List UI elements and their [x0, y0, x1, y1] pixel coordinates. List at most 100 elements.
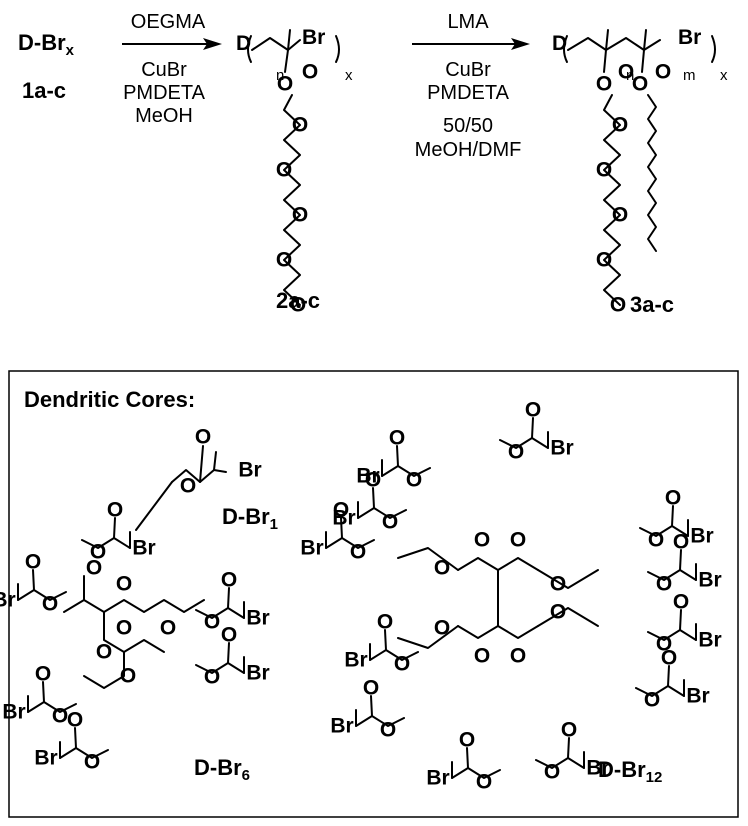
product1-peg-chain-oxygen: O: [276, 159, 292, 182]
core1-ester-oxygen: O: [180, 475, 196, 498]
core12-arm-6-chain: [647, 569, 697, 581]
core12-arm-3-carbonyl: [372, 487, 375, 509]
core12-arm-1-carbonyl-oxygen: O: [389, 427, 405, 450]
core6-arm-5-carbonyl: [42, 681, 45, 703]
core6-oxygen-f: O: [120, 665, 136, 688]
product2-peg-chain-oxygen: O: [612, 204, 628, 227]
core12-arm-2-chain: [499, 437, 549, 449]
core12-oxygen-e: O: [550, 573, 566, 596]
atom-labels: OOOOOOOOOOOOOOOOOOBrOOOOOOOOBrOOBrOOBrOO…: [0, 61, 722, 794]
step2-ratio: 50/50: [443, 115, 493, 137]
core12-arm-10-chain: [355, 715, 405, 727]
product1-peg-chain-oxygen: O: [276, 249, 292, 272]
step1-solvent: MeOH: [135, 105, 193, 127]
core6-arm-6-bromine: Br: [34, 747, 57, 770]
core12-arm-3-carbonyl-oxygen: O: [365, 469, 381, 492]
core12-arm-6-carbonyl-oxygen: O: [673, 531, 689, 554]
core12-arm-5-bromine: Br: [690, 525, 713, 548]
core6-arm-3-carbonyl-oxygen: O: [221, 569, 237, 592]
step2-monomer: LMA: [447, 11, 489, 33]
core1-carbonyl: [199, 445, 204, 483]
core6-arm-3-ester-oxygen: O: [204, 611, 220, 634]
core12-label: D-Br12: [598, 757, 662, 786]
core6-arm-6-ester-oxygen: O: [84, 751, 100, 774]
core12-oxygen-b: O: [510, 529, 526, 552]
core12-arm-7-ester-oxygen: O: [656, 633, 672, 656]
product2-carbonyl-oxygen-2: O: [655, 61, 671, 84]
core6-arm-1-carbonyl: [113, 517, 116, 539]
core6-oxygen-a: O: [86, 557, 102, 580]
core6-lower-backbone: [103, 611, 165, 653]
core6-arm-6-chain: [59, 747, 109, 759]
core12-arm-4-chain: [325, 537, 375, 549]
core6-arm-2-carbonyl-oxygen: O: [25, 551, 41, 574]
core6-arm-5-chain: [27, 701, 77, 713]
core6-bottom-link: [83, 651, 125, 689]
core6-arm-2-ester-oxygen: O: [42, 593, 58, 616]
core6-arm-5-bromine: Br: [2, 701, 25, 724]
core12-arm-7-carbonyl: [679, 609, 682, 631]
core12-arm-4-bromine: Br: [300, 537, 323, 560]
core12-arm-4-carbonyl: [340, 517, 343, 539]
core6-oxygen-c: O: [116, 617, 132, 640]
core6-arm-4-carbonyl: [227, 642, 230, 664]
core1-carbonyl-oxygen: O: [195, 426, 211, 449]
core12-arm-6-bromine: Br: [698, 569, 721, 592]
core12-left-link-down: [397, 625, 459, 649]
product1-core-label: D: [236, 32, 251, 55]
core12-arm-1-bromine: Br: [356, 465, 379, 488]
product1-left-bracket: [247, 35, 252, 63]
product1-carbonyl-oxygen: O: [302, 61, 318, 84]
start-material-label: D-Brx: [18, 30, 75, 59]
product2-carbonyl-bond-2: [641, 49, 645, 73]
core6-arm-3-bromine: Br: [246, 607, 269, 630]
core12-arm-2-bromine: Br: [550, 437, 573, 460]
product2-backbone: [567, 37, 661, 51]
core6-arm-6-carbonyl: [74, 727, 77, 749]
core12-arm-9-ester-oxygen: O: [394, 653, 410, 676]
product1-ester-oxygen: O: [277, 73, 293, 96]
core6-arm-3-carbonyl: [227, 587, 230, 609]
product1-peg-chain-oxygen: O: [292, 204, 308, 227]
core12-arm-8-chain: [635, 685, 685, 697]
bond-skeleton: [17, 29, 716, 779]
core12-arm-2-carbonyl: [531, 417, 534, 439]
product2-end-group: Br: [678, 26, 701, 49]
core6-backbone: [63, 599, 205, 613]
core12-arm-12-carbonyl-oxygen: O: [561, 719, 577, 742]
core12-arm-6-carbonyl: [679, 549, 682, 571]
core12-arm-5-ester-oxygen: O: [648, 529, 664, 552]
core12-arm-9-bromine: Br: [344, 649, 367, 672]
core12-arm-3-bromine: Br: [332, 507, 355, 530]
core12-arm-9-carbonyl-oxygen: O: [377, 611, 393, 634]
product2-methyl-2: [643, 29, 647, 51]
arrow-1-head-icon: [203, 38, 222, 50]
core12-oxygen-h: O: [434, 617, 450, 640]
core1-alkyne: [135, 481, 173, 531]
product1-peg-chain: [283, 94, 301, 306]
product2-right-bracket: [711, 35, 716, 63]
core12-right-link-up: [537, 569, 599, 589]
arrow-2-head-icon: [511, 38, 530, 50]
core12-right-link-down: [537, 607, 599, 627]
core6-oxygen-d: O: [96, 641, 112, 664]
step1-monomer: OEGMA: [131, 11, 206, 33]
core6-arm-4-chain: [195, 662, 245, 674]
core12-oxygen-g: O: [434, 557, 450, 580]
core6-arm-2-carbonyl: [32, 569, 35, 591]
product2-peg-chain: [603, 94, 621, 306]
core12-arm-12-carbonyl: [567, 737, 570, 759]
core12-left-link-up: [397, 547, 459, 571]
core6-arm-4-carbonyl-oxygen: O: [221, 624, 237, 647]
core12-arm-5-carbonyl-oxygen: O: [665, 487, 681, 510]
core6-arm-1-ester-oxygen: O: [90, 541, 106, 564]
core6-arm-4-ester-oxygen: O: [204, 666, 220, 689]
core12-arm-10-bromine: Br: [330, 715, 353, 738]
core12-arm-11-bromine: Br: [426, 767, 449, 790]
core6-label: D-Br6: [194, 755, 250, 784]
core1-methyl: [213, 451, 217, 471]
core12-oxygen-c: O: [474, 645, 490, 668]
core6-oxygen-e: O: [160, 617, 176, 640]
product2-repeat-m: m: [683, 67, 696, 84]
